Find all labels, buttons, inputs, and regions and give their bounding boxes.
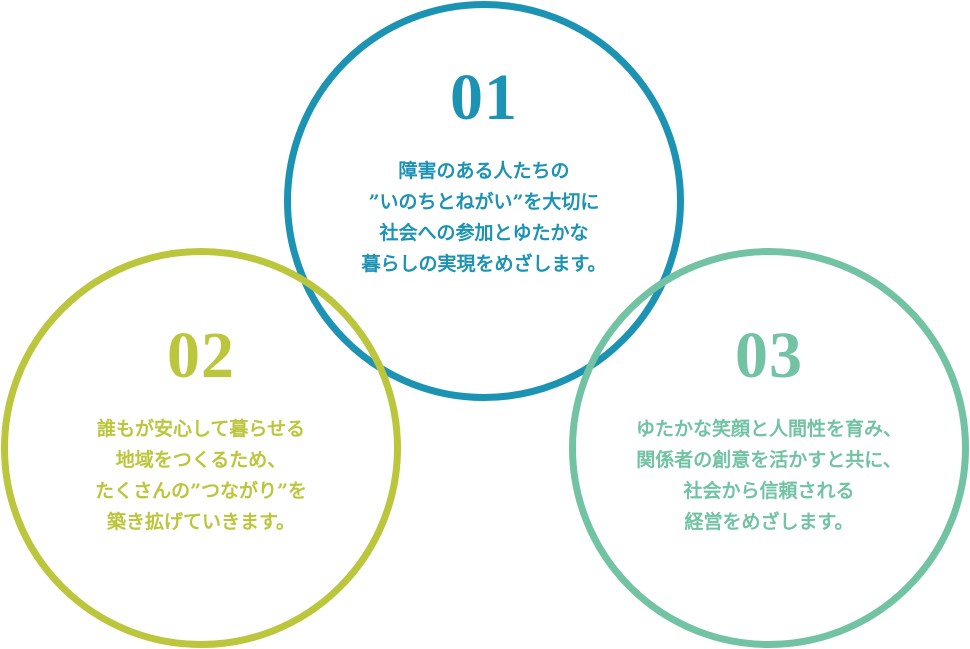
circle-01-text: 障害のある人たちの ”いのちとねがい”を大切に 社会への参加とゆたかな 暮らしの… (284, 156, 684, 280)
circle-02-content: 02 誰もが安心して暮らせる 地域をつくるため、 たくさんの”つながり”を 築き… (1, 318, 401, 538)
circle-03-content: 03 ゆたかな笑顔と人間性を育み、 関係者の創意を活かすと共に、 社会から信頼さ… (569, 318, 969, 538)
circle-02-number: 02 (167, 319, 235, 392)
circle-01-line: 社会への参加とゆたかな (379, 222, 589, 244)
circle-02-line: 地域をつくるため、 (115, 449, 287, 471)
circle-01-content: 01 障害のある人たちの ”いのちとねがい”を大切に 社会への参加とゆたかな 暮… (284, 60, 684, 280)
circle-01-line: 暮らしの実現をめざします。 (361, 253, 607, 275)
circle-03-line: 経営をめざします。 (684, 511, 854, 533)
circle-02-line: 誰もが安心して暮らせる (96, 418, 306, 440)
circle-01-ring (284, 1, 684, 401)
circle-03-number: 03 (735, 319, 803, 392)
circle-01-line: 障害のある人たちの (398, 160, 570, 182)
circle-03-text: ゆたかな笑顔と人間性を育み、 関係者の創意を活かすと共に、 社会から信頼される … (569, 414, 969, 538)
circle-02-line: たくさんの”つながり”を (95, 480, 307, 502)
circle-03-line: ゆたかな笑顔と人間性を育み、 (635, 418, 902, 440)
circle-02-line: 築き拡げていきます。 (106, 511, 296, 533)
circle-02-text: 誰もが安心して暮らせる 地域をつくるため、 たくさんの”つながり”を 築き拡げて… (1, 414, 401, 538)
circle-02-ring (1, 248, 401, 648)
circle-03-line: 関係者の創意を活かすと共に、 (636, 449, 902, 471)
circle-03-line: 社会から信頼される (683, 480, 855, 502)
circle-01-line: ”いのちとねがい”を大切に (368, 191, 600, 213)
circle-03-ring (569, 248, 969, 648)
circle-01-number: 01 (450, 61, 518, 134)
